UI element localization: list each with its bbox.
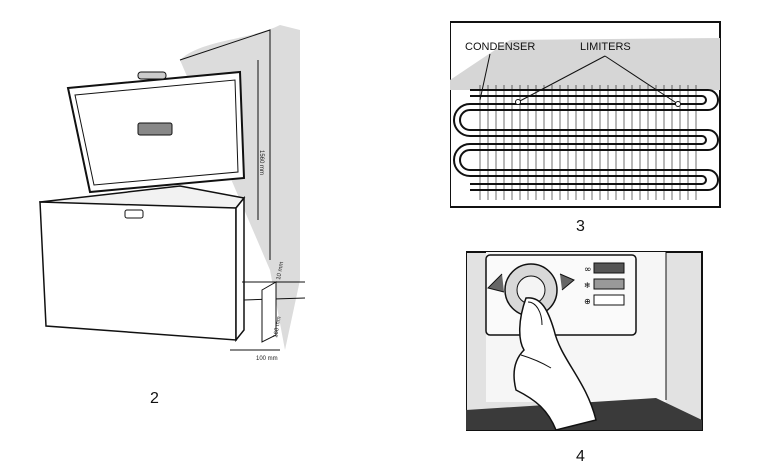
bottom-gap-label: 100 mm xyxy=(256,356,278,362)
condenser-label: CONDENSER xyxy=(465,41,535,53)
limiter-leader-right xyxy=(604,55,679,105)
snowflake-icon: ❄ xyxy=(584,281,591,290)
indicator-middle xyxy=(593,278,625,290)
infinity-icon: ∞ xyxy=(584,265,592,275)
limiters-label: LIMITERS xyxy=(580,41,631,53)
height-dimension-label: 1560 mm xyxy=(258,150,264,175)
lid-inner xyxy=(74,79,239,186)
wall-edge xyxy=(179,29,271,260)
freezer-illustration: 1560 mm 10 mm 160 mm 100 mm xyxy=(38,25,306,362)
condenser-backdrop xyxy=(450,38,720,90)
figure-condenser: CONDENSER LIMITERS 3 xyxy=(450,20,730,250)
figure-number: 2 xyxy=(150,390,159,407)
rear-spacer xyxy=(261,281,277,343)
freezer-body-side xyxy=(235,195,245,343)
condenser-leader xyxy=(479,53,491,101)
figure-number: 3 xyxy=(576,218,585,235)
lid-label-plate xyxy=(137,122,173,136)
figure-freezer-clearance: 1560 mm 10 mm 160 mm 100 mm 2 xyxy=(30,20,320,407)
top-gap-label: 10 mm xyxy=(276,261,285,280)
mid-gap-label: 160 mm xyxy=(273,316,283,338)
indicator-top xyxy=(593,262,625,274)
limiter-left xyxy=(515,99,521,105)
thermostat-illustration: ∞ ❄ ⊕ xyxy=(466,251,703,431)
limiter-leader-left xyxy=(517,55,606,103)
limiter-right xyxy=(675,101,681,107)
freezer-handle xyxy=(124,209,144,219)
figure-thermostat-knob: ∞ ❄ ⊕ 4 xyxy=(466,250,716,468)
arrow-right-icon xyxy=(559,273,575,291)
freezer-body-front xyxy=(39,201,237,341)
indicator-bottom xyxy=(593,294,625,306)
power-icon: ⊕ xyxy=(584,297,591,306)
hand xyxy=(513,297,597,431)
finger-crease xyxy=(520,354,552,369)
condenser-coil xyxy=(453,89,719,191)
condenser-wires xyxy=(479,85,697,200)
arrow-left-icon xyxy=(487,273,505,293)
figure-number: 4 xyxy=(576,448,585,465)
lid-hinge-top xyxy=(137,71,167,80)
condenser-illustration: CONDENSER LIMITERS xyxy=(450,21,721,208)
thumb-crease xyxy=(527,301,543,326)
